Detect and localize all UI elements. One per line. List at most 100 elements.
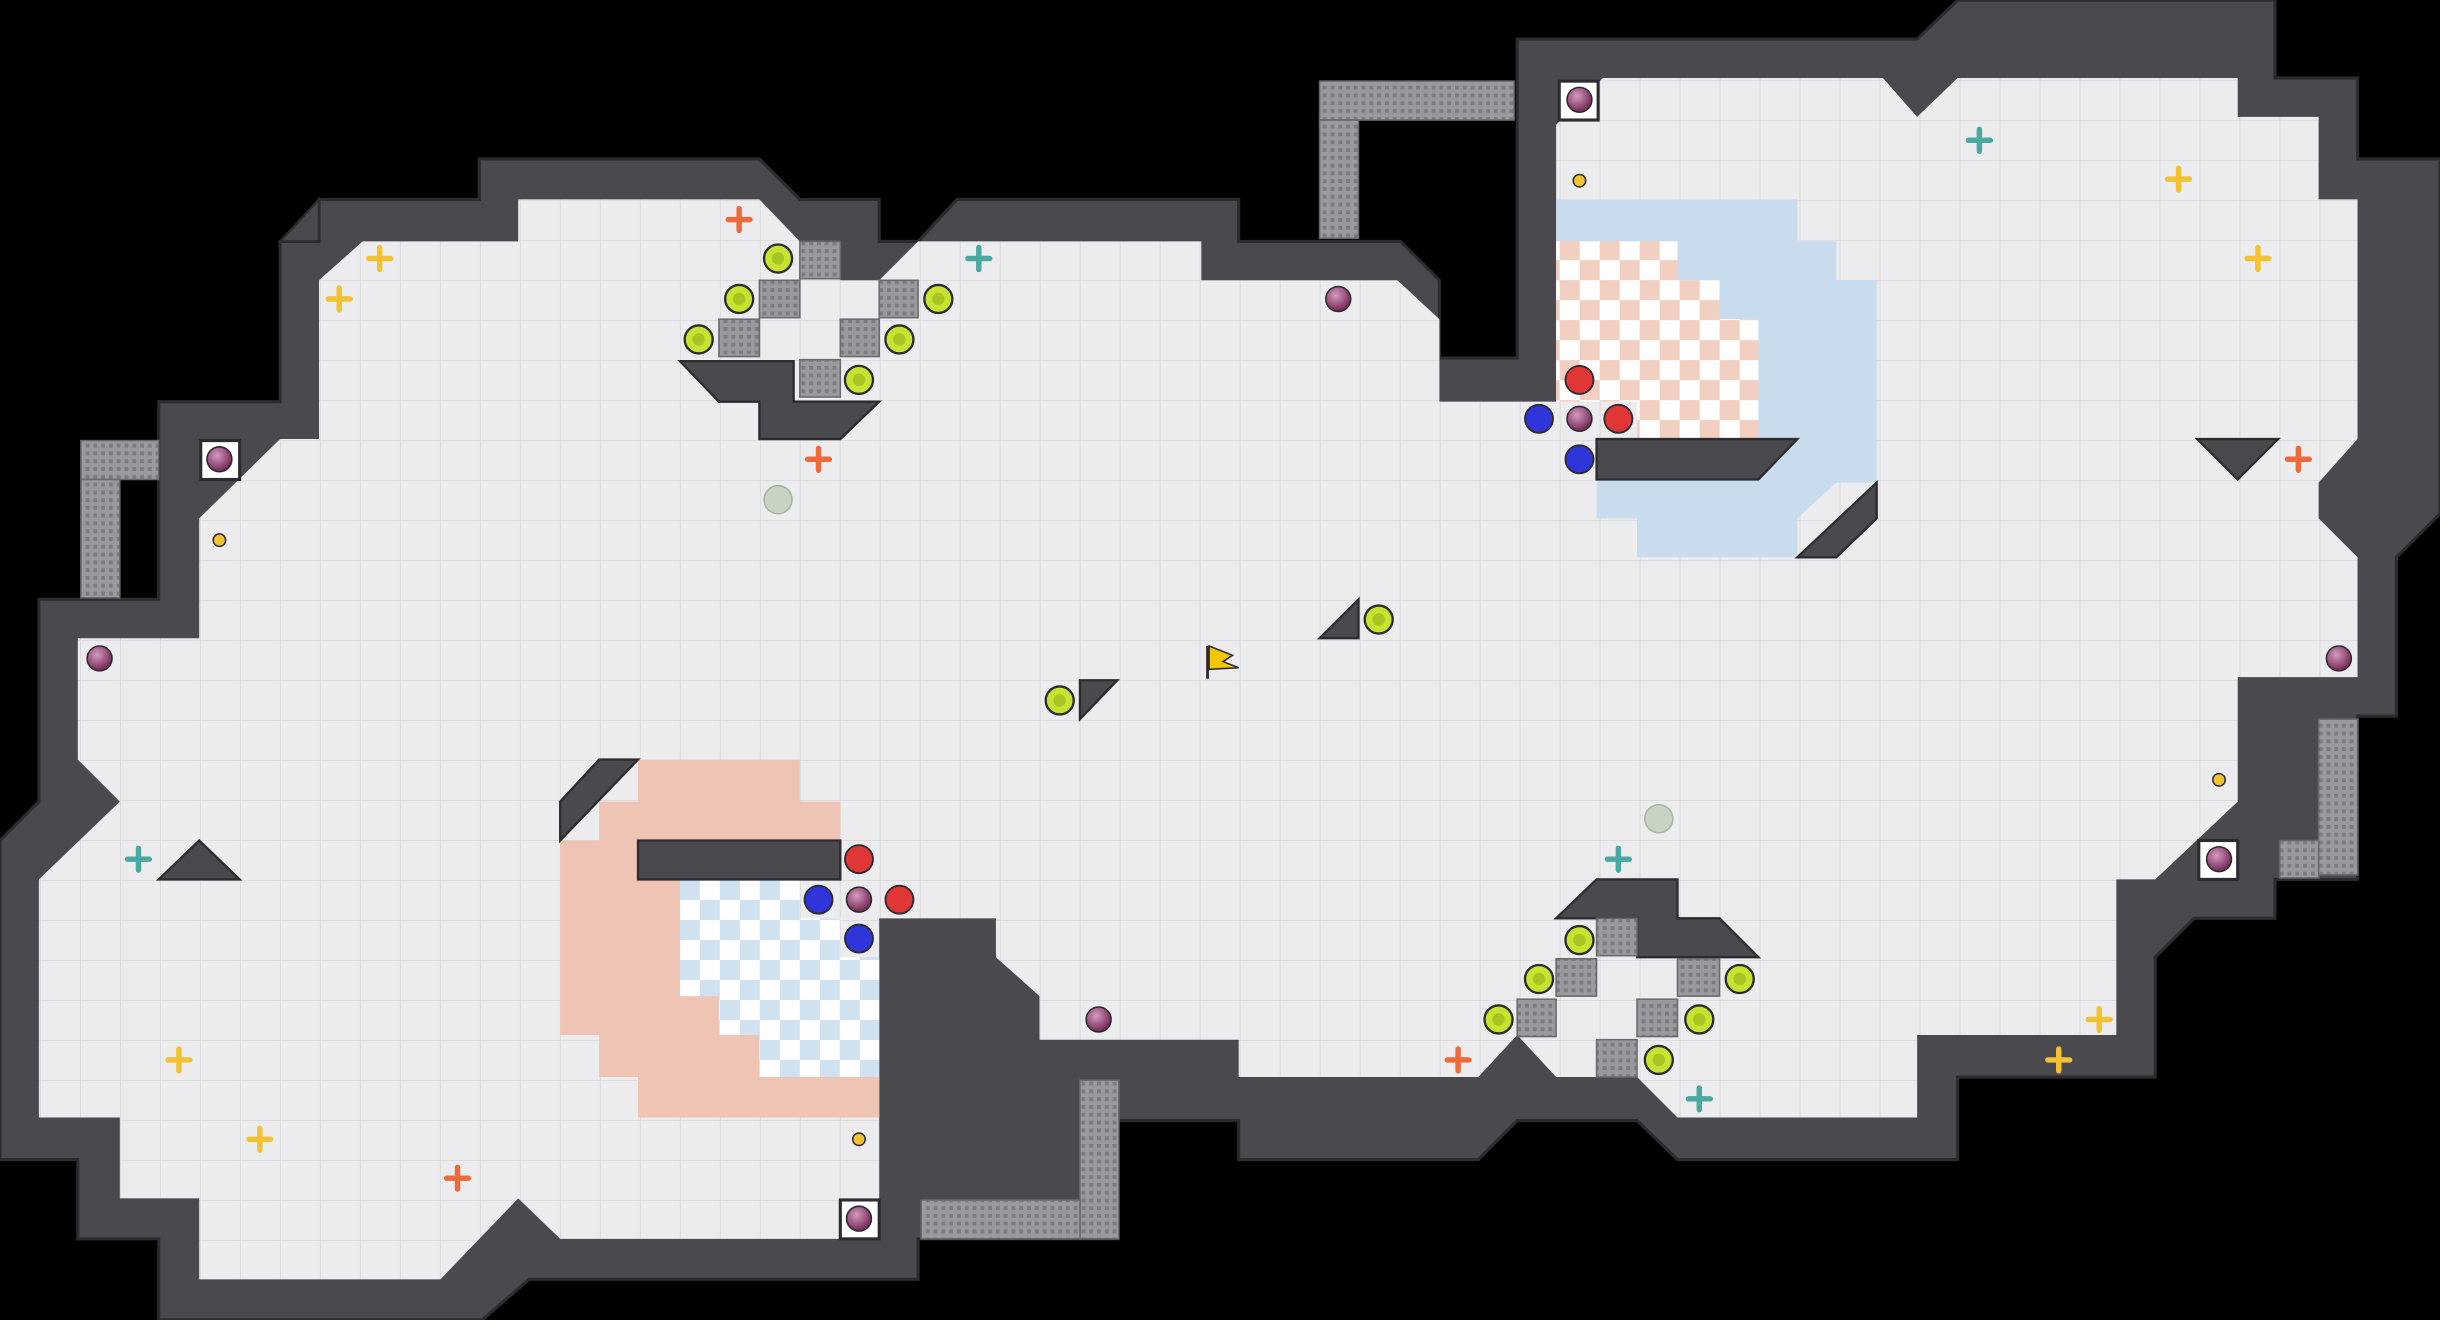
gate-tile	[799, 358, 842, 398]
button-icon	[2212, 772, 2227, 787]
bomb-icon	[206, 446, 233, 473]
gate-tile	[2278, 839, 2320, 879]
powerup-cross-icon	[2045, 1046, 2073, 1074]
powerup-cross-icon	[804, 445, 833, 473]
blue-base-zone	[1556, 199, 1877, 558]
powerup-cross-icon	[965, 244, 993, 273]
boost-pad-icon	[923, 283, 954, 315]
gate-tile	[718, 318, 761, 358]
boost-pad-icon	[1044, 685, 1075, 716]
obstacle-layer	[155, 196, 2281, 959]
wall-chunk-left-mid	[636, 839, 842, 881]
powerup-cross-icon	[246, 1125, 274, 1153]
powerup-layer	[124, 126, 2313, 1192]
powerup-cross-icon	[1604, 845, 1632, 873]
neutral-layer	[763, 484, 1674, 834]
powerup-cross-icon	[1444, 1046, 1472, 1074]
zone-layer	[560, 199, 1877, 1118]
blue-ball-icon	[844, 923, 874, 954]
red-ball-icon	[1564, 364, 1595, 395]
powerup-cross-icon	[725, 206, 753, 234]
bomb-icon	[86, 645, 113, 672]
gate-tile	[1595, 1038, 1638, 1078]
gate-tile	[2317, 718, 2359, 876]
bomb-icon	[1566, 405, 1593, 433]
wall-notch-left	[277, 196, 321, 243]
wall-ramp-farleft	[155, 838, 243, 881]
gate-tile	[80, 439, 160, 481]
red-ball-icon	[1603, 403, 1634, 434]
powerup-cross-icon	[2284, 445, 2313, 473]
boost-pad-icon	[843, 364, 875, 396]
gate-tile	[1079, 1079, 1120, 1240]
team-ball-layer	[803, 364, 1634, 954]
powerup-cross-icon	[2085, 1005, 2113, 1034]
gate-tile	[1318, 119, 1360, 240]
blue-ball-icon	[803, 884, 834, 915]
boost-pad-icon	[683, 324, 714, 355]
red-ball-icon	[844, 844, 874, 875]
powerup-cross-icon	[2244, 244, 2272, 273]
gate-tile	[1516, 998, 1557, 1038]
button-icon	[851, 1132, 866, 1147]
gate-tile	[80, 478, 121, 599]
powerup-cross-icon	[325, 285, 353, 313]
bomb-icon	[845, 1205, 873, 1232]
gate-tile	[1676, 957, 1721, 997]
bomb-icon	[1325, 285, 1352, 313]
powerup-cross-icon	[443, 1164, 472, 1192]
wall-ramp-right	[1794, 479, 1878, 559]
wall-spike-center-right	[1316, 596, 1360, 640]
wall-spike-center-left	[1078, 679, 1121, 723]
boost-pad-icon	[1523, 963, 1555, 995]
gate-tile	[1595, 917, 1638, 957]
boost-pad-icon	[723, 283, 755, 315]
gate-tile	[758, 279, 801, 319]
powerup-cross-icon	[2164, 165, 2193, 193]
powerup-cross-icon	[1965, 126, 1994, 154]
gate-tile	[878, 279, 919, 319]
button-layer	[212, 173, 2227, 1147]
wall-chunk-right-top	[1595, 437, 1801, 481]
gate-tile	[839, 318, 880, 358]
bomb-icon	[2205, 845, 2233, 873]
bomb-icon	[845, 886, 873, 913]
gate-tile	[1555, 957, 1598, 997]
bomb-icon	[1085, 1006, 1112, 1033]
powerup-cross-icon	[124, 845, 153, 873]
gate-tile	[1318, 80, 1515, 121]
neutral-button-icon	[1644, 803, 1674, 834]
blue-base-checker	[1556, 241, 1759, 440]
yellow-flag-icon	[1206, 644, 1239, 679]
powerup-cross-icon	[1685, 1085, 1713, 1113]
boost-pad-icon	[1564, 924, 1595, 956]
blue-ball-icon	[1564, 444, 1595, 475]
gate-tile	[920, 1199, 1081, 1240]
boost-pad-icon	[762, 243, 794, 274]
wall-chunk-bottom-mid	[1553, 878, 1762, 959]
gate-tile	[799, 240, 842, 280]
red-base-zone	[560, 759, 880, 1118]
red-base-checker	[680, 879, 880, 1078]
gate-layer	[80, 80, 2359, 1240]
boost-layer	[683, 243, 1755, 1076]
boost-pad-icon	[1483, 1004, 1514, 1035]
boost-pad-icon	[1684, 1004, 1715, 1035]
wall-chunk-top-mid	[677, 360, 883, 441]
bomb-layer	[86, 86, 2353, 1232]
powerup-cross-icon	[165, 1046, 193, 1074]
blue-ball-icon	[1524, 403, 1554, 434]
bomb-icon	[2325, 645, 2353, 672]
button-icon	[1572, 173, 1587, 188]
wall-ramp-topright	[2194, 437, 2281, 482]
wall-ramp-left	[559, 758, 641, 844]
boost-pad-icon	[1363, 604, 1394, 635]
boost-pad-icon	[1643, 1044, 1674, 1076]
boost-pad-icon	[884, 324, 915, 355]
neutral-button-icon	[763, 484, 793, 515]
boost-pad-icon	[1724, 963, 1755, 995]
gate-tile	[1636, 998, 1679, 1038]
bomb-icon	[1566, 86, 1593, 114]
